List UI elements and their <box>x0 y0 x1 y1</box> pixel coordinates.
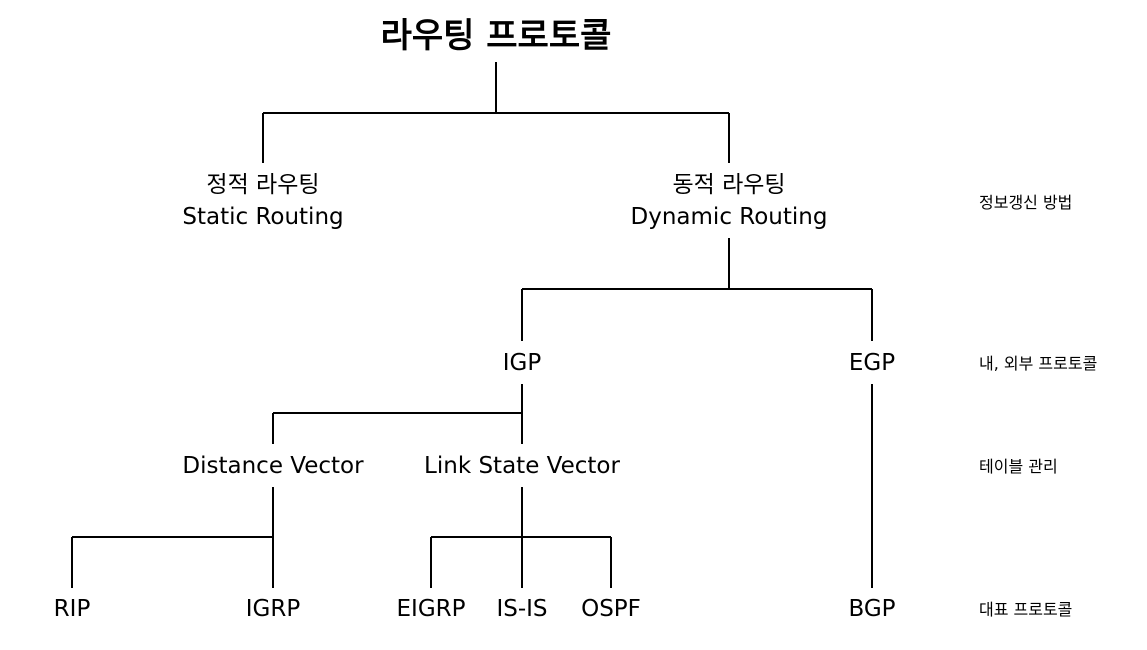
dynamic-routing-ko: 동적 라우팅 <box>672 172 786 198</box>
level-label-representative-protocol: 대표 프로토콜 <box>979 600 1073 619</box>
level-label-update-method: 정보갱신 방법 <box>979 193 1073 212</box>
node-ospf: OSPF <box>581 596 641 622</box>
node-egp: EGP <box>848 350 896 376</box>
node-eigrp: EIGRP <box>396 596 466 622</box>
node-link-state-vector: Link State Vector <box>424 453 620 479</box>
diagram-title: 라우팅 프로토콜 <box>380 16 612 56</box>
node-igrp: IGRP <box>245 596 301 622</box>
dynamic-routing-en: Dynamic Routing <box>630 204 828 230</box>
static-routing-en: Static Routing <box>182 204 344 230</box>
node-is-is: IS-IS <box>496 596 548 622</box>
level-label-in-out-protocol: 내, 외부 프로토콜 <box>979 354 1098 373</box>
node-dynamic-routing: 동적 라우팅 Dynamic Routing <box>631 169 828 233</box>
node-distance-vector: Distance Vector <box>182 453 364 479</box>
node-igp: IGP <box>502 350 542 376</box>
static-routing-ko: 정적 라우팅 <box>206 172 320 198</box>
level-label-table-management: 테이블 관리 <box>979 457 1058 476</box>
node-rip: RIP <box>53 596 91 622</box>
node-static-routing: 정적 라우팅 Static Routing <box>182 169 343 233</box>
node-bgp: BGP <box>848 596 896 622</box>
